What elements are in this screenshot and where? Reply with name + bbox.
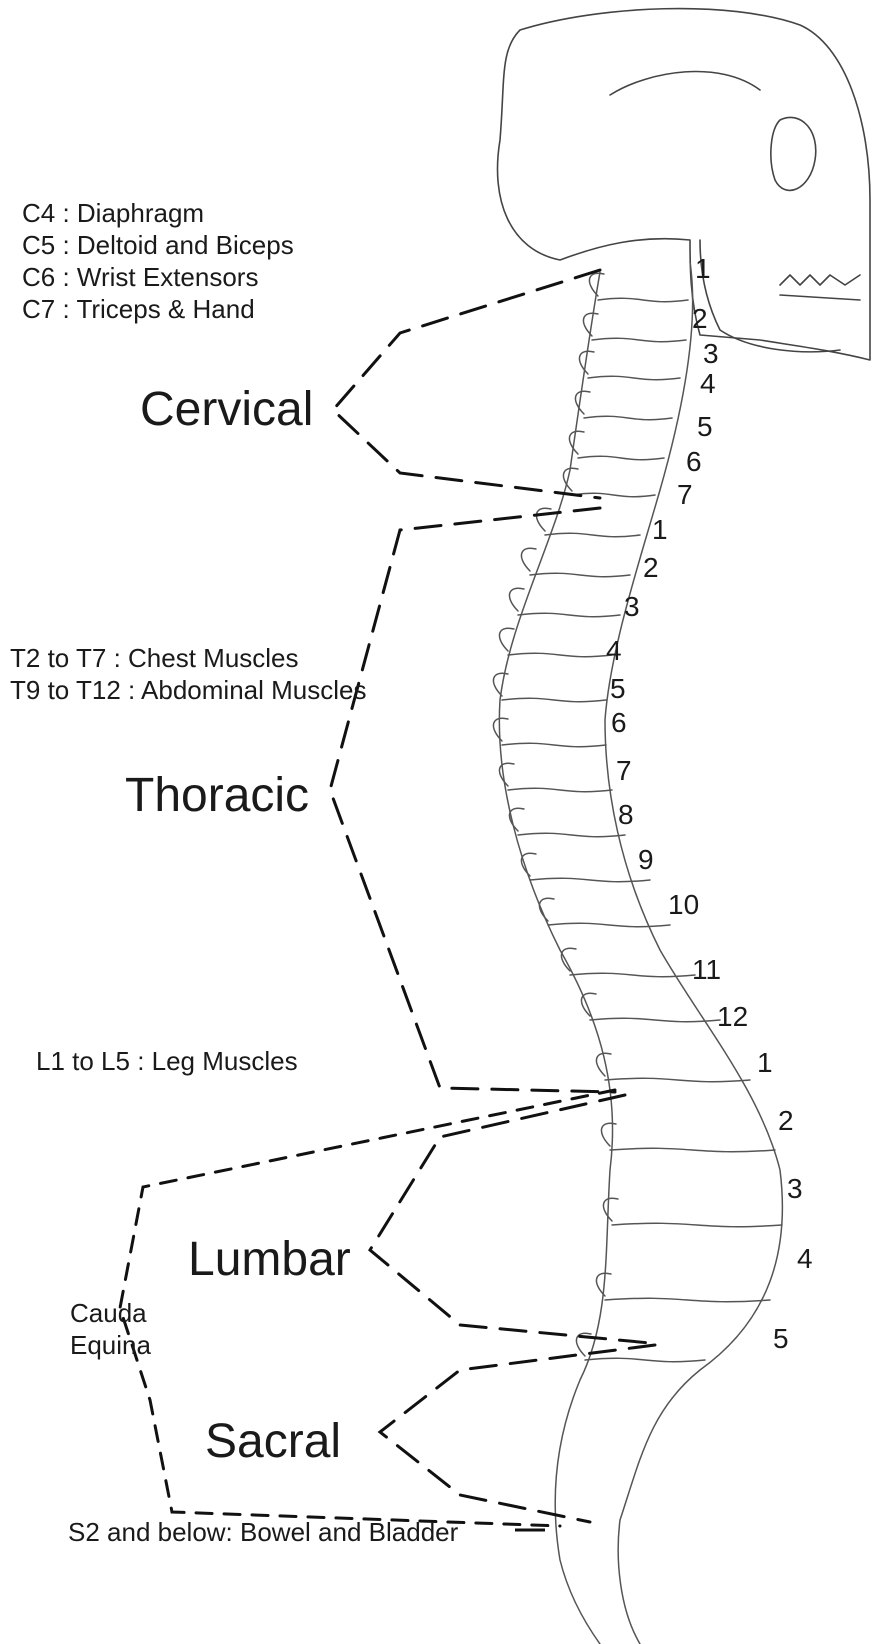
vertebra-label-l2: 2	[778, 1107, 794, 1135]
vertebra-label-t8: 8	[618, 801, 634, 829]
skull-outline	[498, 9, 871, 360]
vertebra-label-c5: 5	[697, 413, 713, 441]
vertebra-separator	[612, 1223, 782, 1226]
vertebra-label-l3: 3	[787, 1175, 803, 1203]
vertebra-separator	[502, 743, 606, 746]
region-label-sacral: Sacral	[205, 1418, 341, 1466]
region-label-thoracic: Thoracic	[125, 772, 309, 820]
vertebra-label-t3: 3	[624, 593, 640, 621]
vertebra-label-t12: 12	[717, 1003, 748, 1031]
vertebra-separator	[605, 1078, 750, 1081]
spinous-process	[521, 853, 536, 876]
cauda-equina-bracket	[120, 1090, 615, 1526]
thoracic-note-list: T2 to T7 : Chest Muscles T9 to T12 : Abd…	[10, 642, 366, 706]
cervical-bracket	[333, 270, 600, 498]
vertebra-separator	[502, 698, 606, 701]
spinous-process	[603, 1198, 618, 1221]
cauda-equina-line: Cauda	[70, 1297, 151, 1329]
spinous-process	[536, 508, 551, 531]
skull-suture	[610, 71, 760, 95]
vertebra-separator	[518, 613, 620, 616]
thoracic-bracket	[330, 508, 615, 1092]
region-label-lumbar: Lumbar	[188, 1236, 351, 1284]
vertebra-separator	[530, 878, 650, 881]
vertebra-separator	[584, 416, 672, 419]
spinal-column	[493, 262, 782, 1644]
vertebra-separator	[545, 533, 640, 536]
spinous-process	[601, 1123, 616, 1146]
vertebra-separator	[588, 376, 680, 379]
vertebra-separator	[530, 573, 630, 576]
spinous-process	[575, 391, 590, 414]
thoracic-note: T2 to T7 : Chest Muscles	[10, 642, 366, 674]
cervical-note: C4 : Diaphragm	[22, 197, 294, 229]
vertebra-separator	[548, 923, 670, 926]
vertebra-label-t9: 9	[638, 846, 654, 874]
region-label-cervical: Cervical	[140, 386, 313, 434]
spinous-process	[521, 548, 536, 571]
vertebra-separator	[610, 1148, 775, 1151]
cervical-note-list: C4 : Diaphragm C5 : Deltoid and Biceps C…	[22, 197, 294, 325]
vertebra-label-t6: 6	[611, 709, 627, 737]
vertebra-label-c1: 1	[695, 255, 711, 283]
spinous-process	[499, 628, 514, 651]
sacral-bracket	[380, 1345, 655, 1522]
vertebra-separator	[518, 833, 625, 836]
lumbar-note: L1 to L5 : Leg Muscles	[36, 1045, 298, 1077]
vertebra-separator	[585, 1358, 705, 1361]
spinous-process	[561, 948, 576, 971]
jaw-line	[700, 240, 840, 352]
vertebra-label-t2: 2	[643, 554, 659, 582]
cervical-note: C7 : Triceps & Hand	[22, 293, 294, 325]
vertebra-label-c4: 4	[700, 370, 716, 398]
teeth	[780, 275, 860, 300]
vertebra-label-l5: 5	[773, 1325, 789, 1353]
sacral-note: S2 and below: Bowel and Bladder	[68, 1516, 458, 1548]
spinous-process	[493, 718, 508, 741]
vertebra-label-t4: 4	[606, 637, 622, 665]
vertebra-label-l1: 1	[757, 1049, 773, 1077]
vertebra-label-c2: 2	[692, 305, 708, 333]
vertebra-separator	[508, 653, 612, 656]
vertebra-label-l4: 4	[797, 1245, 813, 1273]
vertebra-separator	[570, 973, 695, 976]
vertebra-label-c7: 7	[677, 481, 693, 509]
vertebra-separator	[605, 1298, 770, 1301]
vertebra-label-t10: 10	[668, 891, 699, 919]
cervical-note: C5 : Deltoid and Biceps	[22, 229, 294, 261]
thoracic-note: T9 to T12 : Abdominal Muscles	[10, 674, 366, 706]
cervical-note: C6 : Wrist Extensors	[22, 261, 294, 293]
vertebra-separator	[598, 298, 688, 301]
vertebra-separator	[590, 1018, 720, 1021]
vertebra-label-t1: 1	[652, 516, 668, 544]
vertebra-label-t11: 11	[692, 956, 721, 984]
spine-posterior-border	[499, 272, 612, 1644]
spinous-process	[569, 431, 584, 454]
skull-eye-socket	[771, 117, 816, 190]
vertebra-separator	[592, 338, 686, 341]
vertebra-separator	[572, 493, 655, 496]
vertebra-label-c6: 6	[686, 448, 702, 476]
vertebra-separator	[578, 456, 664, 459]
cauda-equina-line: Equina	[70, 1329, 151, 1361]
vertebra-label-t7: 7	[616, 757, 632, 785]
vertebra-label-c3: 3	[703, 340, 719, 368]
vertebra-separator	[508, 788, 612, 791]
vertebra-label-t5: 5	[610, 675, 626, 703]
cauda-equina-label: Cauda Equina	[70, 1297, 151, 1361]
spinous-process	[509, 588, 524, 611]
